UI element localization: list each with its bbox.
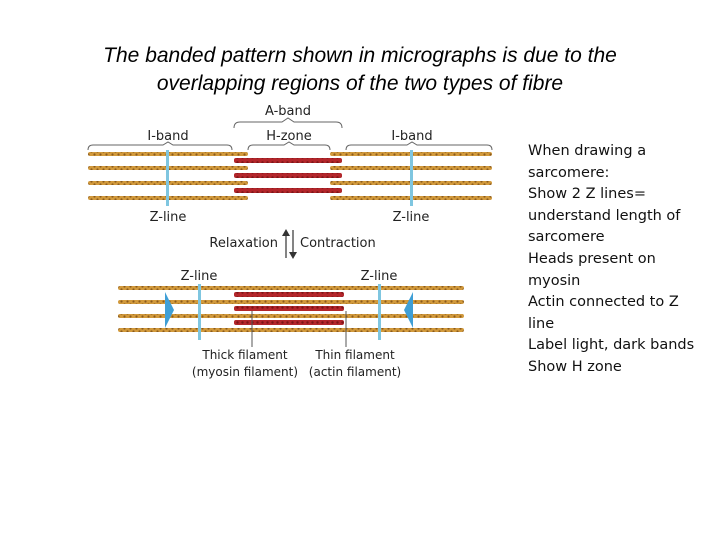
contraction-label: Contraction: [300, 236, 376, 251]
z-line-top-left-label: Z-line: [150, 210, 187, 225]
thin-filament-label: Thin filament: [314, 348, 395, 362]
note-line: Actin connected to Z: [528, 294, 679, 311]
relaxed-myosin-filaments: [234, 158, 342, 193]
thick-filament-label: Thick filament: [201, 348, 288, 362]
note-line: sarcomere: [528, 229, 605, 246]
note-line: Show 2 Z lines=: [528, 186, 646, 203]
a-band-bracket: [233, 117, 343, 129]
contracted-z-line-left: [198, 284, 201, 340]
i-band-left-bracket: [87, 141, 233, 151]
relaxed-z-line-right: [410, 150, 413, 206]
note-line: myosin: [528, 272, 581, 289]
h-zone-label: H-zone: [266, 129, 311, 144]
note-line: line: [528, 315, 555, 332]
note-line: understand length of: [528, 207, 681, 224]
left-arrow-icon: [404, 292, 413, 328]
i-band-left-label: I-band: [147, 129, 188, 144]
a-band-label: A-band: [265, 104, 311, 119]
z-line-top-right-label: Z-line: [393, 210, 430, 225]
relaxed-sarcomere: [88, 150, 492, 206]
thick-filament-sub-label: (myosin filament): [192, 365, 298, 379]
title-line-2: overlapping regions of the two types of …: [156, 72, 564, 95]
thin-filament-sub-label: (actin filament): [309, 365, 401, 379]
i-band-right-label: I-band: [391, 129, 432, 144]
h-zone-bracket: [247, 141, 331, 151]
note-line: Heads present on: [528, 250, 656, 267]
contracted-myosin-filaments: [234, 292, 344, 325]
drawing-notes: When drawing a sarcomere: Show 2 Z lines…: [528, 141, 713, 379]
contracted-actin-filaments: [118, 286, 464, 332]
relaxed-z-line-left: [166, 150, 169, 206]
relaxation-label: Relaxation: [209, 236, 278, 251]
z-line-bottom-right-label: Z-line: [361, 269, 398, 284]
slide-title: The banded pattern shown in micrographs …: [0, 42, 720, 98]
right-arrow-icon: [165, 292, 174, 328]
contracted-z-line-right: [378, 284, 381, 340]
i-band-right-bracket: [345, 141, 493, 151]
note-line: Show H zone: [528, 358, 622, 375]
relaxation-contraction-arrows: [282, 229, 297, 259]
z-line-bottom-left-label: Z-line: [181, 269, 218, 284]
note-line: sarcomere:: [528, 164, 610, 181]
note-line: Label light, dark bands: [528, 337, 695, 354]
contracted-sarcomere: [118, 284, 464, 340]
note-line: When drawing a: [528, 143, 647, 159]
title-line-1: The banded pattern shown in micrographs …: [103, 44, 617, 67]
